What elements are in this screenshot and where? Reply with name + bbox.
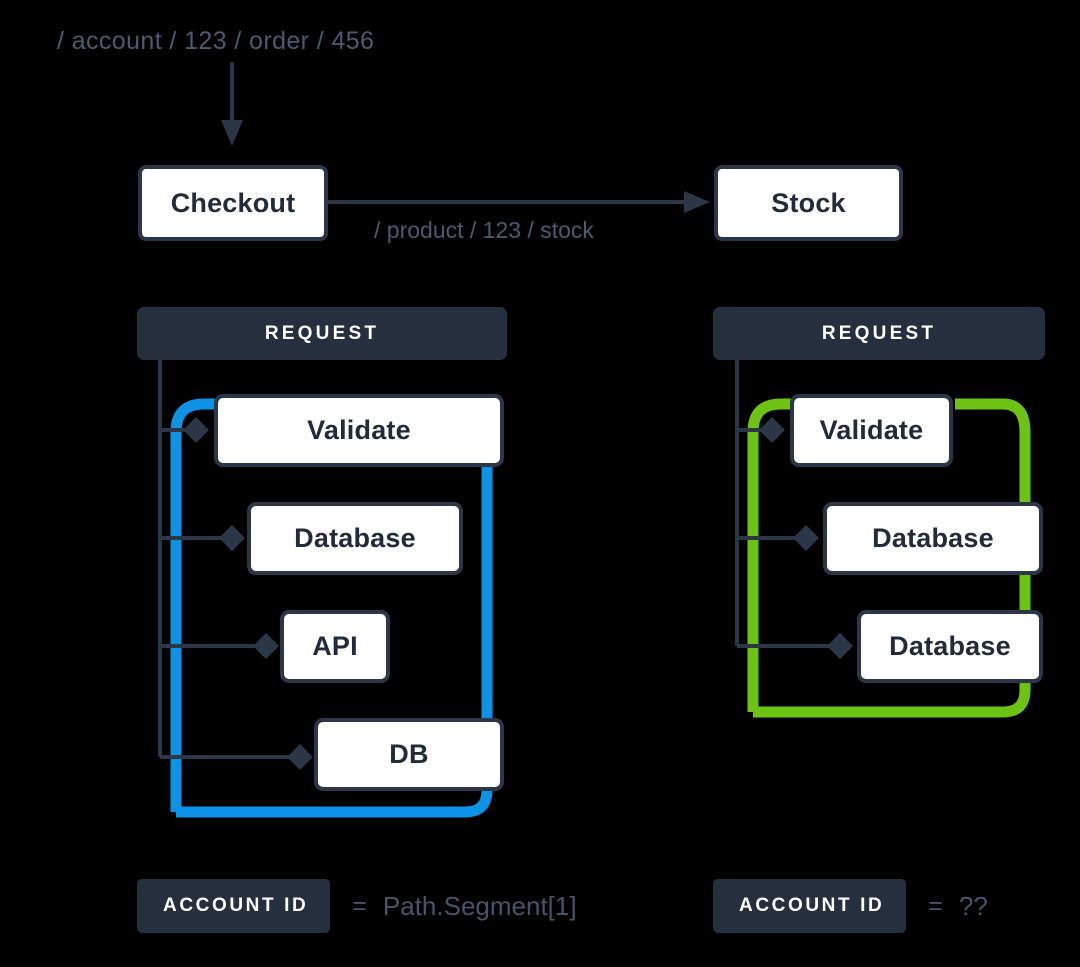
left-legend-badge: ACCOUNT ID (137, 879, 331, 933)
entry-arrow-icon (221, 62, 243, 146)
entry-path-label: / account / 123 / order / 456 (57, 27, 375, 55)
span-node-left-api[interactable]: API (280, 610, 390, 683)
service-node-stock-label: Stock (771, 187, 846, 218)
service-node-checkout-label: Checkout (170, 187, 296, 218)
span-node-right-database-2[interactable]: Database (857, 610, 1043, 683)
span-node-left-validate[interactable]: Validate (214, 394, 504, 467)
span-node-right-database-1[interactable]: Database (823, 502, 1043, 575)
span-node-left-validate-label: Validate (307, 415, 411, 445)
left-request-header: REQUEST (137, 307, 507, 360)
left-legend-value: Path.Segment[1] (382, 890, 577, 921)
left-trace-spine (158, 358, 300, 759)
span-node-right-validate-label: Validate (819, 415, 924, 445)
left-legend: ACCOUNT ID = Path.Segment[1] (137, 879, 577, 933)
right-legend-badge: ACCOUNT ID (713, 879, 907, 933)
service-edge-arrow-icon (328, 191, 710, 213)
left-trace-span-markers (183, 417, 313, 770)
span-node-right-database-1-label: Database (872, 523, 994, 553)
left-legend-equals: = (352, 891, 367, 920)
span-node-left-database-label: Database (294, 523, 416, 553)
right-legend-value: ?? (958, 890, 988, 921)
span-node-left-api-label: API (312, 631, 358, 661)
service-node-checkout[interactable]: Checkout (138, 165, 328, 241)
right-legend-equals: = (928, 891, 943, 920)
span-node-right-database-2-label: Database (889, 631, 1011, 661)
service-node-stock[interactable]: Stock (714, 165, 903, 241)
right-request-header: REQUEST (713, 307, 1045, 360)
right-legend: ACCOUNT ID = ?? (713, 879, 988, 933)
span-node-left-database[interactable]: Database (247, 502, 463, 575)
span-node-left-db[interactable]: DB (314, 718, 504, 791)
service-edge-label: / product / 123 / stock (374, 217, 594, 243)
right-trace-span-markers (759, 417, 853, 659)
span-node-right-validate[interactable]: Validate (790, 394, 953, 467)
span-node-left-db-label: DB (389, 739, 429, 769)
